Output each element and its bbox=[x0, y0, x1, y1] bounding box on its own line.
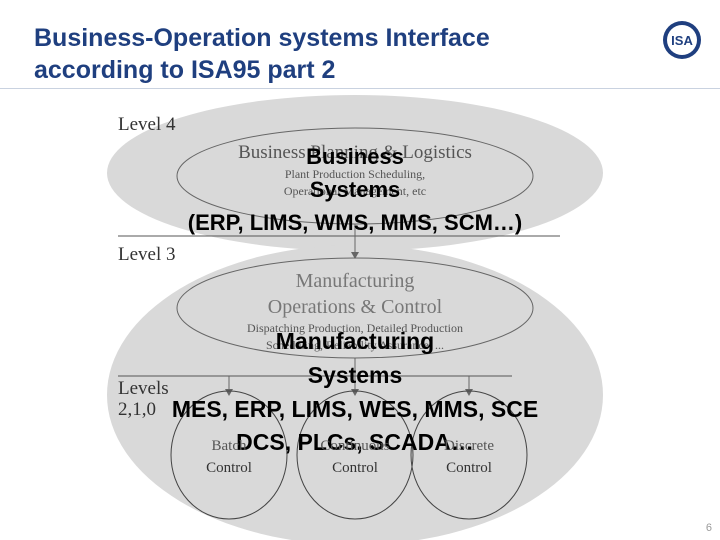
title-rule bbox=[0, 88, 720, 89]
mfg-line3: MES, ERP, LIMS, WES, MMS, SCE bbox=[171, 396, 539, 422]
moc-sub2: Scheduling, Reliability Assurance, ... bbox=[266, 338, 444, 352]
mfg-line1: Manufacturing bbox=[275, 328, 435, 354]
isa-logo: ISA bbox=[662, 20, 702, 60]
page-number: 6 bbox=[705, 522, 712, 534]
continuous-control-label: Control bbox=[332, 460, 378, 476]
batch-control-label: Control bbox=[206, 460, 252, 476]
discrete-label: Discrete bbox=[444, 438, 494, 454]
moc-sub1: Dispatching Production, Detailed Product… bbox=[247, 321, 463, 335]
bpl-sub2: Operational Management, etc bbox=[283, 184, 427, 198]
continuous-label: Continuous bbox=[320, 438, 390, 454]
business-line1: Business bbox=[306, 144, 404, 169]
bpl-title: Business Planning & Logistics bbox=[238, 142, 472, 163]
continuous-control-ellipse bbox=[296, 390, 414, 520]
bpl-sub1: Plant Production Scheduling, bbox=[284, 167, 426, 181]
level4-band bbox=[107, 95, 603, 251]
level4-label: Level 4 bbox=[118, 114, 176, 135]
discrete-control-ellipse bbox=[410, 390, 528, 520]
slide-title: Business-Operation systems Interface acc… bbox=[34, 22, 594, 86]
levels-210-label: Levels 2,1,0 bbox=[118, 378, 169, 420]
levels-label-line2: 2,1,0 bbox=[118, 399, 156, 420]
level3-label: Level 3 bbox=[118, 244, 176, 265]
logo-text: ISA bbox=[671, 33, 693, 48]
batch-control-ellipse bbox=[170, 390, 288, 520]
business-line3: (ERP, LIMS, WMS, MMS, SCM…) bbox=[187, 210, 523, 235]
moc-line2: Operations & Control bbox=[267, 296, 443, 318]
title-line-1: Business-Operation systems Interface bbox=[34, 24, 490, 52]
mfg-line4: DCS, PLCs, SCADA… bbox=[236, 429, 474, 455]
moc-line1: Manufacturing bbox=[295, 270, 415, 292]
batch-label: Batch bbox=[211, 438, 247, 454]
mfg-line2: Systems bbox=[307, 362, 403, 388]
title-line-2: according to ISA95 part 2 bbox=[34, 56, 336, 84]
discrete-control-label: Control bbox=[446, 460, 492, 476]
levels-label-line1: Levels bbox=[118, 378, 169, 399]
business-line2: Systems bbox=[309, 177, 401, 202]
